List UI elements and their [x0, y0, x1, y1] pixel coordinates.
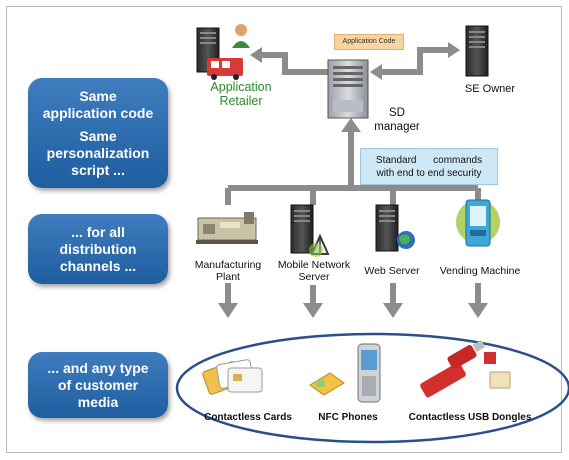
channel-1-line-2: Plant [216, 271, 240, 283]
vending-machine-label: Vending Machine [439, 265, 521, 277]
sd-manager-label: SD manager [372, 106, 422, 134]
down-arrows [218, 283, 488, 318]
sd-label-line-1: SD [389, 107, 405, 119]
retailer-label-line-1: Application [210, 80, 272, 94]
box3-line-2: of customer [57, 376, 139, 393]
customer-media-box: ... and any type of customer media [28, 352, 168, 418]
vending-machine-icon [456, 199, 500, 247]
mobile-network-server-icon [290, 204, 330, 257]
channel-2-line-1: Mobile Network [277, 259, 351, 271]
customer-media-ellipse [175, 332, 569, 444]
se-owner-label: SE Owner [464, 83, 516, 95]
manufacturing-plant-icon [196, 212, 258, 244]
box3-line-1: ... and any type [47, 359, 149, 376]
contactless-cards-label: Contactless Cards [204, 412, 292, 423]
application-code-tag: Application Code [334, 34, 404, 50]
application-retailer-icon [196, 24, 250, 80]
commands-line-2: with end to end security [376, 167, 482, 179]
sd-to-seowner-arrow [370, 42, 460, 80]
web-server-icon [375, 204, 415, 252]
sd-manager-server-icon [327, 59, 369, 119]
box2-line-1: ... for all [71, 223, 125, 240]
commands-line-1: Standard commands [375, 154, 483, 166]
contactless-cards-icon [202, 359, 263, 395]
box1-line-5: script ... [71, 161, 125, 178]
channel-2-line-2: Server [298, 271, 330, 283]
usb-dongles-icon [420, 340, 511, 398]
se-owner-server-icon [465, 25, 489, 77]
bus-to-sd-arrow [341, 118, 361, 188]
box2-line-2: distribution [59, 240, 137, 257]
box1-line-1: Same [79, 87, 117, 104]
box1-line-3: Same [79, 127, 117, 144]
distribution-channels-box: ... for all distribution channels ... [28, 214, 168, 284]
box1-line-4: personalization [46, 144, 150, 161]
mobile-network-server-label: Mobile Network Server [272, 259, 356, 283]
channel-1-line-1: Manufacturing [194, 259, 262, 271]
box2-line-3: channels ... [59, 257, 137, 274]
usb-dongles-label: Contactless USB Dongles [408, 412, 532, 423]
retailer-label-line-2: Retailer [219, 94, 263, 108]
manufacturing-plant-label: Manufacturing Plant [188, 259, 268, 283]
box1-line-2: application code [42, 104, 154, 121]
nfc-phones-icon [309, 343, 381, 403]
distribution-bus [225, 185, 481, 205]
application-retailer-label: Application Retailer [200, 80, 282, 108]
nfc-phones-label: NFC Phones [318, 412, 378, 423]
standard-commands-box: Standard commands with end to end securi… [360, 148, 498, 185]
same-code-box: Same application code Same personalizati… [28, 78, 168, 188]
web-server-label: Web Server [364, 265, 420, 277]
box3-line-3: media [77, 393, 119, 410]
sd-label-line-2: manager [374, 121, 420, 133]
